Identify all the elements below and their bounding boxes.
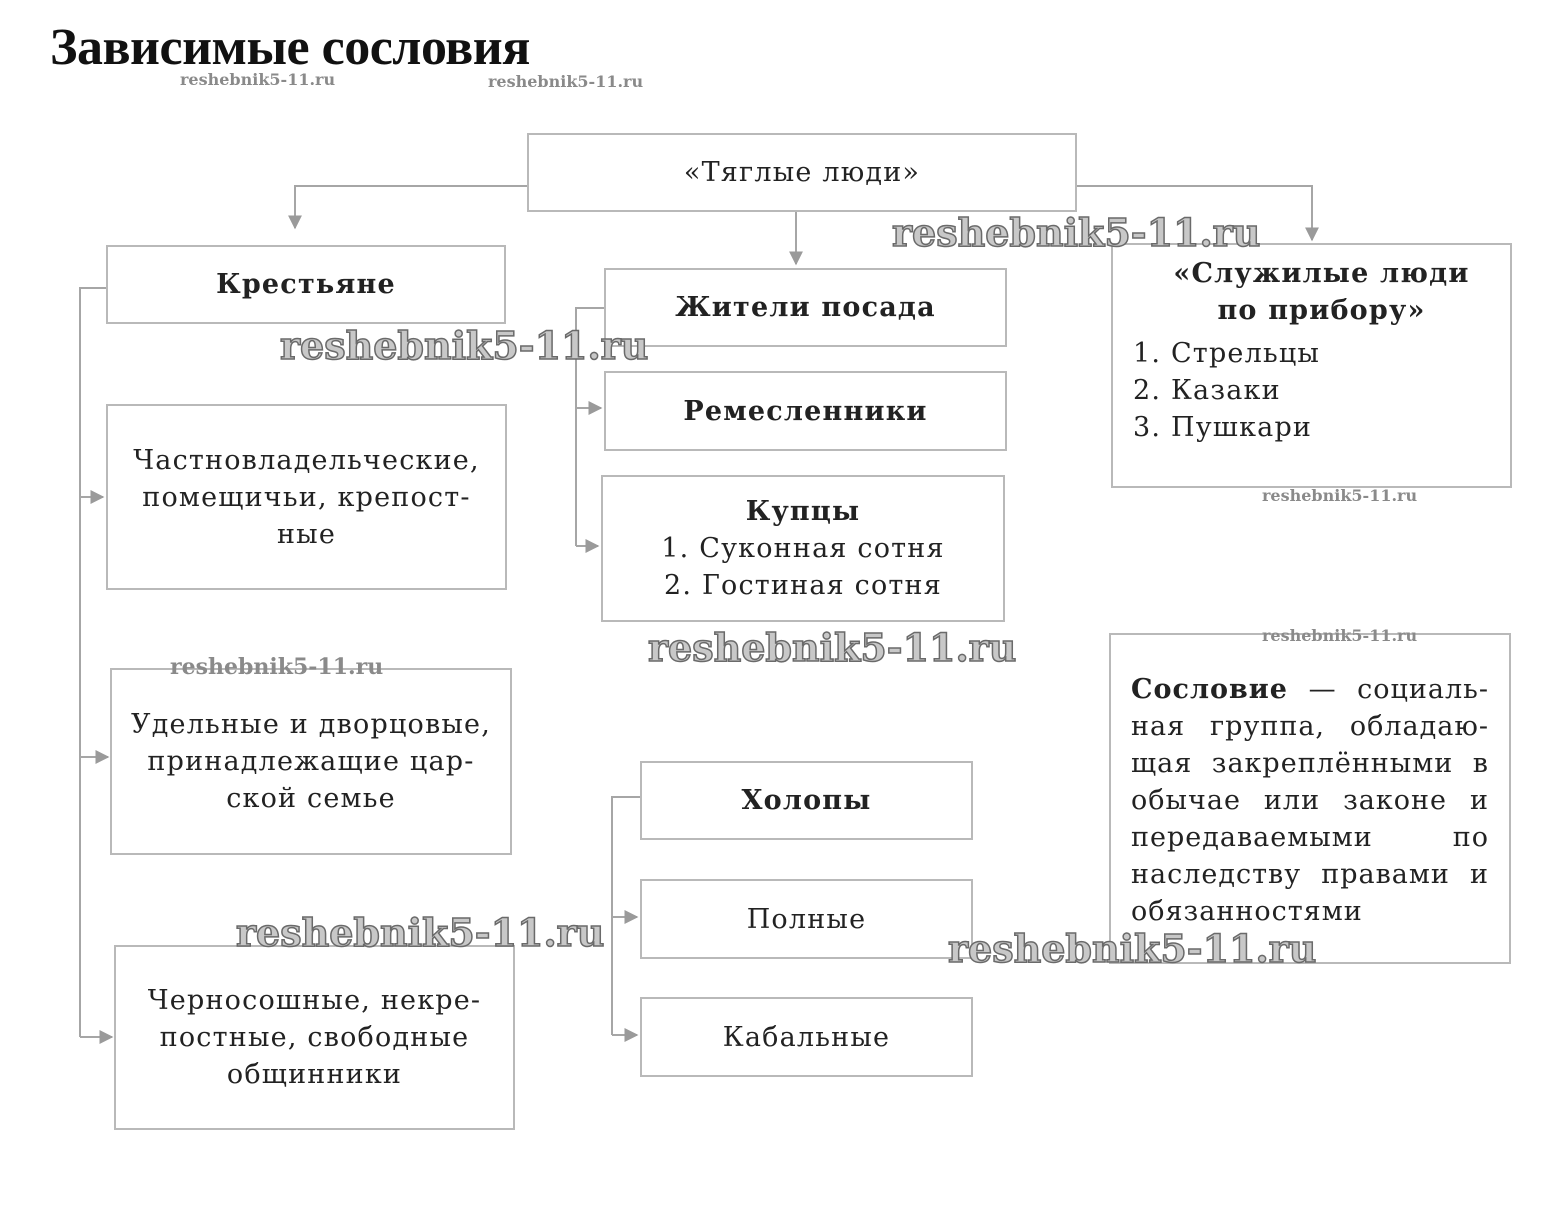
posad-spine: [575, 307, 604, 546]
watermark: reshebnik5-11.ru: [947, 925, 1317, 972]
free-peasants-box: Черносошные, некре-постные, свободные об…: [114, 945, 515, 1130]
artisans-label: Ремесленники: [683, 395, 928, 427]
full-serfs-label: Полные: [746, 903, 867, 935]
service-item-2: 2. Казаки: [1133, 375, 1281, 406]
definition-text: — социаль-ная группа, обладаю-щая закреп…: [1131, 674, 1489, 927]
peasants-label: Крестьяне: [216, 269, 396, 300]
merchants-item-1: 1. Суконная сотня: [661, 533, 945, 564]
watermark: reshebnik5-11.ru: [488, 72, 644, 91]
watermark: reshebnik5-11.ru: [279, 322, 649, 369]
private-peasants-text: Частновладельческие, помещичьи, крепост-…: [133, 444, 480, 550]
page-title: Зависимые сословия: [50, 19, 530, 76]
merchants-label: Купцы: [745, 496, 861, 527]
peasants-spine: [79, 287, 106, 1037]
crown-peasants-box: Удельные и дворцовые, принадлежащие цар-…: [110, 668, 512, 855]
service-item-1: 1. Стрельцы: [1133, 338, 1321, 369]
tax-people-label: «Тяглые люди»: [683, 157, 921, 188]
crown-peasants-text: Удельные и дворцовые, принадлежащие цар-…: [130, 709, 492, 814]
watermark: reshebnik5-11.ru: [170, 654, 384, 680]
tax-people-box: «Тяглые люди»: [527, 133, 1077, 212]
private-peasants-box: Частновладельческие, помещичьи, крепост-…: [106, 404, 507, 590]
service-people-label-line1: «Служилые люди: [1173, 258, 1470, 289]
watermark: reshebnik5-11.ru: [1262, 626, 1418, 645]
watermark: reshebnik5-11.ru: [180, 70, 336, 89]
artisans-box: Ремесленники: [604, 371, 1007, 451]
serfs-box: Холопы: [640, 761, 973, 840]
merchants-item-2: 2. Гостиная сотня: [664, 570, 942, 601]
merchants-box: Купцы 1. Суконная сотня 2. Гостиная сотн…: [601, 475, 1005, 622]
watermark: reshebnik5-11.ru: [891, 209, 1261, 256]
watermark: reshebnik5-11.ru: [647, 624, 1017, 671]
bonded-serfs-label: Кабальные: [722, 1021, 891, 1053]
full-serfs-box: Полные: [640, 879, 973, 959]
service-people-label-line2: по прибору»: [1217, 295, 1426, 326]
posad-label: Жители посада: [675, 292, 936, 323]
definition-box: Сословие — социаль-ная группа, обладаю-щ…: [1109, 633, 1511, 964]
serfs-label: Холопы: [741, 785, 872, 816]
service-people-box: «Служилые люди по прибору» 1. Стрельцы 2…: [1111, 243, 1512, 488]
arrow-top-to-peasants: [288, 185, 527, 230]
service-people-list: 1. Стрельцы 2. Казаки 3. Пушкари: [1133, 335, 1320, 446]
service-people-label: «Служилые люди по прибору»: [1173, 255, 1469, 329]
free-peasants-text: Черносошные, некре-постные, свободные об…: [147, 985, 482, 1090]
watermark: reshebnik5-11.ru: [1262, 486, 1418, 505]
service-item-3: 3. Пушкари: [1133, 412, 1313, 443]
serfs-spine: [611, 796, 640, 1035]
posad-box: Жители посада: [604, 268, 1007, 347]
watermark: reshebnik5-11.ru: [235, 909, 605, 956]
arrow-top-to-service: [1077, 185, 1319, 242]
definition-term: Сословие: [1131, 674, 1288, 705]
peasants-box: Крестьяне: [106, 245, 506, 324]
bonded-serfs-box: Кабальные: [640, 997, 973, 1077]
